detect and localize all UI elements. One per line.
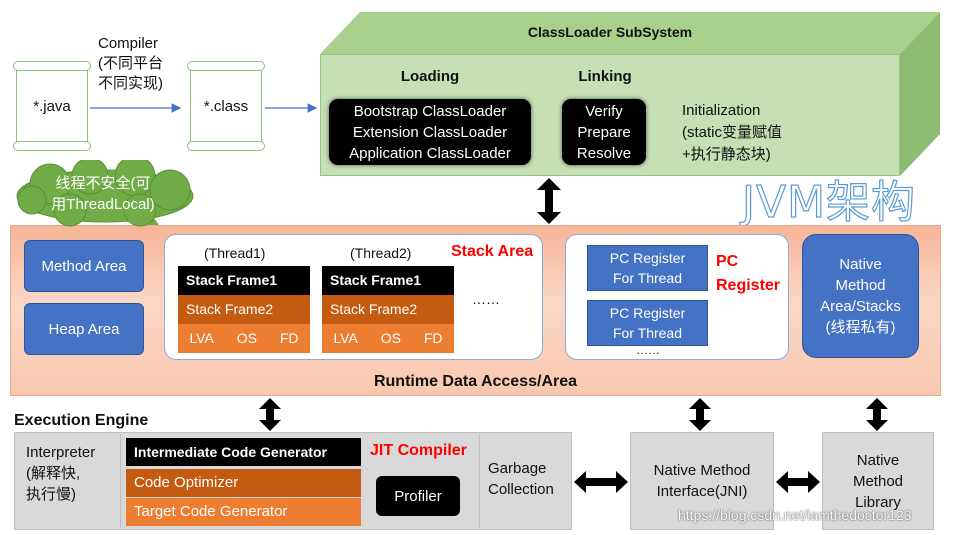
thread1-fd: FD	[279, 330, 299, 346]
interpreter-line3: 执行慢)	[26, 486, 76, 503]
thread1-frame1: Stack Frame1	[178, 266, 310, 295]
application-classloader: Application ClassLoader	[349, 144, 511, 162]
execution-engine-title: Execution Engine	[14, 412, 149, 429]
jit-compiler-label: JIT Compiler	[370, 442, 467, 459]
runtime-area-title: Runtime Data Access/Area	[373, 373, 578, 390]
pc-register-2-line2: For Thread	[613, 325, 682, 341]
thread2-os: OS	[380, 330, 401, 346]
compiler-label: Compiler (不同平台 不同实现)	[98, 34, 163, 94]
target-code-generator: Target Code Generator	[126, 498, 361, 526]
init-line-3: +执行静态块)	[682, 146, 771, 163]
jvm-title: JVM架构	[741, 176, 917, 228]
pc-label-line1: PC	[716, 253, 739, 270]
classloaders-box: Bootstrap ClassLoader Extension ClassLoa…	[329, 99, 531, 165]
cloud-note: 线程不安全(可 用ThreadLocal)	[28, 172, 178, 216]
thread1-frame2: Stack Frame2	[178, 295, 310, 324]
native-method-stacks: Native Method Area/Stacks (线程私有)	[802, 234, 919, 358]
native-method-interface: Native Method Interface(JNI)	[630, 432, 774, 530]
bootstrap-classloader: Bootstrap ClassLoader	[353, 102, 507, 120]
class-file-label: *.class	[203, 97, 249, 115]
cloud-shape	[16, 160, 194, 227]
thread1-frame-parts: LVA OS FD	[178, 324, 310, 353]
pc-register-2-line1: PC Register	[609, 305, 686, 321]
interpreter: Interpreter (解释快, 执行慢)	[26, 442, 95, 505]
extension-classloader: Extension ClassLoader	[352, 123, 508, 141]
thread2-fd: FD	[423, 330, 443, 346]
native-stacks-line4: (线程私有)	[825, 319, 896, 336]
watermark: https://blog.csdn.net/iamthedoctor123	[678, 507, 912, 523]
thread1-os: OS	[236, 330, 257, 346]
compiler-note-1: (不同平台	[98, 55, 163, 72]
native-lib-line2: Method	[852, 472, 904, 490]
pc-register-1-line2: For Thread	[613, 270, 682, 286]
cloud-note-line-1: 线程不安全(可	[55, 175, 151, 192]
classloader-title: ClassLoader SubSystem	[527, 24, 693, 40]
intermediate-code-generator: Intermediate Code Generator	[126, 438, 361, 466]
class-file: *.class	[187, 61, 265, 151]
pc-register-label: PC Register	[716, 250, 780, 298]
linking-heading: Linking	[578, 68, 632, 85]
prepare-step: Prepare	[577, 123, 631, 141]
pc-label-line2: Register	[716, 277, 781, 294]
linking-steps-box: Verify Prepare Resolve	[562, 99, 646, 165]
thread2-stack: Stack Frame1 Stack Frame2 LVA OS FD	[322, 266, 454, 353]
native-method-library: Native Method Library	[822, 432, 934, 530]
pc-dots: ……	[636, 343, 660, 357]
interpreter-line1: Interpreter	[26, 444, 96, 461]
init-line-2: (static变量赋值	[682, 124, 783, 141]
thread2-frame2: Stack Frame2	[322, 295, 454, 324]
thread2-frame1: Stack Frame1	[322, 266, 454, 295]
jni-line2: Interface(JNI)	[656, 483, 748, 500]
thread2-frame-parts: LVA OS FD	[322, 324, 454, 353]
stack-dots: ……	[472, 291, 500, 307]
native-stacks-line3: Area/Stacks	[820, 298, 901, 315]
init-line-1: Initialization	[682, 102, 761, 119]
gc-line2: Collection	[488, 481, 554, 498]
loading-heading: Loading	[400, 68, 460, 85]
code-optimizer: Code Optimizer	[126, 469, 361, 497]
thread1-lva: LVA	[189, 330, 214, 346]
native-lib-line3: Library	[855, 493, 901, 511]
java-source-file: *.java	[13, 61, 91, 151]
thread1-stack: Stack Frame1 Stack Frame2 LVA OS FD	[178, 266, 310, 353]
cloud-note-line-2: 用ThreadLocal)	[51, 196, 155, 213]
stack-area-label: Stack Area	[451, 243, 534, 260]
initialization-text: Initialization (static变量赋值 +执行静态块)	[682, 100, 782, 166]
verify-step: Verify	[585, 102, 623, 120]
native-stacks-line2: Method	[835, 277, 886, 294]
thread2-lva: LVA	[333, 330, 358, 346]
garbage-collection: Garbage Collection	[488, 458, 554, 500]
jni-line1: Native Method	[653, 462, 751, 479]
profiler-box: Profiler	[376, 476, 460, 516]
pc-register-1: PC Register For Thread	[587, 245, 708, 291]
pc-register-1-line1: PC Register	[609, 250, 686, 266]
gc-line1: Garbage	[488, 460, 547, 477]
compiler-note-2: 不同实现)	[98, 75, 163, 92]
thread2-label: (Thread2)	[350, 245, 412, 261]
method-area: Method Area	[24, 240, 144, 292]
interpreter-line2: (解释快,	[26, 465, 81, 482]
resolve-step: Resolve	[576, 144, 632, 162]
classloader-box-top	[320, 12, 940, 54]
pc-register-2: PC Register For Thread	[587, 300, 708, 346]
native-lib-line1: Native	[856, 451, 900, 469]
heap-area: Heap Area	[24, 303, 144, 355]
thread1-label: (Thread1)	[204, 245, 266, 261]
native-stacks-line1: Native	[839, 256, 882, 273]
compiler-title: Compiler	[98, 35, 159, 52]
java-file-label: *.java	[33, 97, 71, 115]
